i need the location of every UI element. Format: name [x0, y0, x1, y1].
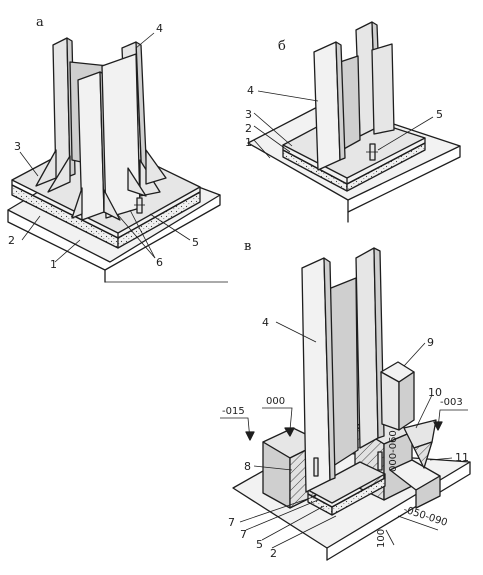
- panel-c: в 4 9 10 11 8 7 7 5 2 -015 000 -003 000-…: [220, 239, 471, 561]
- panel-a-callout-1: 1: [50, 258, 57, 271]
- panel-c-dimension-100: 100: [376, 529, 387, 548]
- panel-c-elevation-marks: [220, 407, 468, 546]
- panel-a-callout-6: 6: [156, 256, 163, 269]
- panel-c-callout-7: 7: [228, 516, 235, 529]
- panel-c-elevation-003: -003: [440, 397, 463, 408]
- panel-b-callout-4: 4: [247, 84, 254, 97]
- panel-b-anchor-bolt: [366, 143, 378, 161]
- panel-b-label: б: [278, 39, 286, 54]
- panel-b-callout-3: 3: [245, 108, 252, 121]
- panel-c-callout-4: 4: [262, 316, 269, 329]
- panel-a-leaders: [19, 32, 191, 263]
- panel-c-elevation-000: 000: [266, 396, 285, 407]
- panel-c-callout-2: 2: [270, 547, 277, 560]
- panel-c-callout-3: 5: [256, 538, 263, 551]
- panel-c-callout-11: 11: [455, 451, 469, 464]
- panel-a-anchor-bolt: [134, 197, 145, 214]
- panel-c-elevation-015: -015: [222, 406, 245, 417]
- panel-a-stiffeners: [35, 149, 167, 221]
- panel-c-elevation-000-060: 000-060: [388, 430, 399, 472]
- panel-b-column: [313, 21, 395, 171]
- panel-c-label: в: [244, 239, 251, 254]
- panel-a-callout-4: 4: [156, 22, 163, 35]
- panel-a-label: а: [36, 15, 44, 30]
- panel-c-wedge: [403, 419, 437, 469]
- panel-c-base-plate: [307, 461, 386, 516]
- panel-c-callout-8: 8: [244, 460, 251, 473]
- panel-b-callout-5: 5: [436, 108, 443, 121]
- panel-c-callout-10: 10: [428, 386, 442, 399]
- panel-b-leaders: [253, 90, 434, 159]
- panel-a-callout-3: 3: [14, 140, 21, 153]
- panel-a-callout-2: 2: [8, 234, 15, 247]
- panel-a-column: [52, 37, 148, 221]
- panel-a-callout-5: 5: [192, 236, 199, 249]
- panel-b-callout-2: 2: [245, 122, 252, 135]
- panel-a: а 1 2 3 4 5 6: [7, 15, 228, 283]
- panel-c-callout-9: 9: [427, 336, 434, 349]
- panel-b: б 1 2 3 4 5: [245, 21, 461, 223]
- panel-c-anchor-bolts: [313, 451, 383, 477]
- panel-c-callout-5: 7: [240, 528, 247, 541]
- panel-c-block-9: [380, 361, 415, 431]
- panel-c-leaders: [239, 321, 453, 549]
- panel-b-callout-1: 1: [245, 136, 252, 149]
